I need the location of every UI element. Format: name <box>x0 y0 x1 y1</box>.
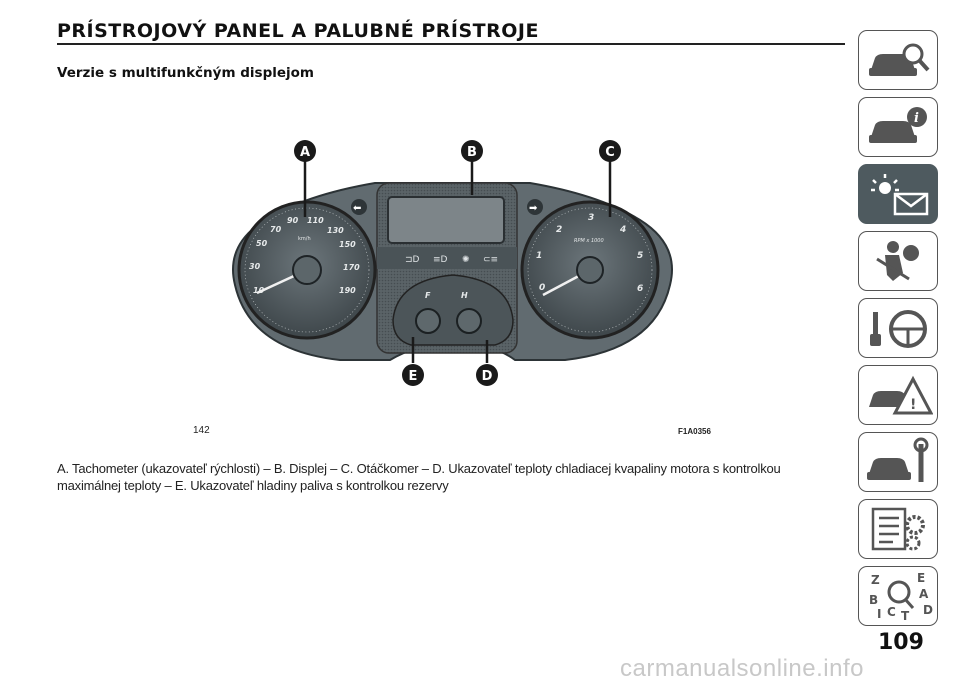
car-magnifier-icon <box>869 43 930 76</box>
fog-light-icon: ✺ <box>462 255 470 265</box>
rpm-unit: RPM x 1000 <box>574 238 604 244</box>
page-title: PRÍSTROJOVÝ PANEL A PALUBNÉ PRÍSTROJE <box>57 20 539 42</box>
rear-fog-icon: ⊂≡ <box>483 255 498 265</box>
section-subtitle: Verzie s multifunkčným displejom <box>57 65 314 81</box>
tab-technical-data[interactable] <box>858 499 938 559</box>
svg-text:Z: Z <box>871 573 880 587</box>
callout-b-label: B <box>467 145 477 160</box>
speedometer-hub <box>292 255 322 285</box>
svg-text:i: i <box>914 111 919 126</box>
car-wrench-icon <box>867 437 929 482</box>
callout-c <box>599 140 621 162</box>
rpm-tick: 0 <box>539 283 545 293</box>
rpm-tick: 6 <box>637 284 643 294</box>
svg-text:!: ! <box>910 397 916 413</box>
temp-gauge <box>456 308 482 334</box>
speed-tick: 170 <box>343 263 360 272</box>
rpm-tick: 5 <box>637 251 643 261</box>
airbag-passenger-icon <box>876 241 919 281</box>
tab-warning-lights[interactable] <box>858 164 938 224</box>
rpm-tick: 4 <box>619 225 626 235</box>
svg-text:B: B <box>869 593 878 607</box>
temp-hot-label: H <box>461 291 468 300</box>
tab-emergency[interactable]: ! <box>858 365 938 425</box>
callout-d <box>476 364 498 386</box>
speed-tick: 70 <box>270 225 282 234</box>
car-info-icon: i <box>869 107 927 143</box>
speed-unit: km/h <box>298 236 311 242</box>
title-rule <box>57 43 845 45</box>
callout-a-label: A <box>300 145 310 160</box>
turn-right-indicator <box>527 199 543 215</box>
callout-a <box>294 140 316 162</box>
tab-knowing-car[interactable] <box>858 30 938 90</box>
headlight-icon: ⊐D <box>405 255 420 265</box>
svg-text:C: C <box>887 605 896 619</box>
car-warning-triangle-icon: ! <box>869 375 933 415</box>
speed-tick: 50 <box>256 239 268 248</box>
tab-starting-driving[interactable] <box>858 298 938 358</box>
dipped-beam-icon: ≡D <box>433 255 448 265</box>
tachometer-hub <box>576 256 604 284</box>
svg-text:T: T <box>901 609 910 622</box>
svg-text:I: I <box>877 607 881 621</box>
speed-tick: 150 <box>339 240 356 249</box>
spec-list-gear-icon <box>871 507 925 551</box>
fuel-gauge <box>415 308 441 334</box>
instrument-cluster-figure: ⊐D ≡D ✺ ⊂≡ 10 30 50 70 90 110 130 150 17… <box>232 140 673 386</box>
rpm-tick: 3 <box>588 213 594 223</box>
speed-tick: 10 <box>253 286 265 295</box>
figure-code: F1A0356 <box>678 427 711 436</box>
watermark: carmanualsonline.info <box>620 655 864 682</box>
speed-tick: 130 <box>327 226 344 235</box>
callout-b <box>461 140 483 162</box>
rpm-tick: 2 <box>556 225 562 235</box>
figure-caption: A. Tachometer (ukazovateľ rýchlosti) – B… <box>57 461 781 493</box>
svg-text:A: A <box>919 587 929 601</box>
tab-index[interactable]: Z E A B C D I T <box>858 566 938 626</box>
speed-tick: 90 <box>287 216 299 225</box>
page-number: 109 <box>878 630 924 655</box>
speed-tick: 30 <box>249 262 261 271</box>
callout-d-label: D <box>482 369 493 384</box>
alphabet-index-icon: Z E A B C D I T <box>869 571 933 622</box>
speed-tick: 110 <box>307 216 324 225</box>
warning-light-envelope-icon <box>871 174 929 216</box>
turn-left-indicator <box>351 199 367 215</box>
tab-car-info[interactable]: i <box>858 97 938 157</box>
tab-maintenance[interactable] <box>858 432 938 492</box>
svg-text:⬅: ⬅ <box>353 203 361 214</box>
rpm-tick: 1 <box>536 251 542 261</box>
tab-safety[interactable] <box>858 231 938 291</box>
callout-c-label: C <box>605 145 615 160</box>
svg-text:➡: ➡ <box>529 203 538 214</box>
svg-text:D: D <box>923 603 933 617</box>
svg-text:E: E <box>917 571 925 585</box>
key-steering-wheel-icon <box>870 310 927 348</box>
fuel-full-label: F <box>425 291 431 300</box>
multifunction-display <box>387 196 505 244</box>
callout-e <box>402 364 424 386</box>
speed-tick: 190 <box>339 286 356 295</box>
callout-e-label: E <box>409 369 418 384</box>
figure-number: 142 <box>193 425 210 436</box>
